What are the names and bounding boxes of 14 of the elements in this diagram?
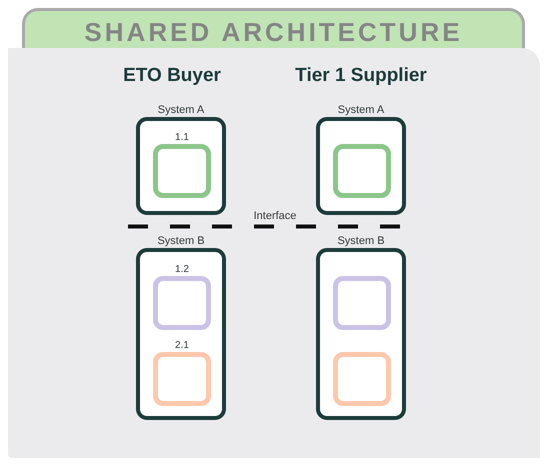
module-box (333, 352, 391, 406)
module-number: 2.1 (175, 339, 189, 353)
column-heading: Tier 1 Supplier (295, 64, 427, 88)
module-box (333, 144, 391, 198)
module-box (333, 276, 391, 330)
system-heading: System B (337, 234, 385, 248)
column-heading: ETO Buyer (123, 64, 221, 88)
system-heading: System A (338, 102, 384, 118)
module-number: 1.2 (175, 263, 189, 277)
system-heading: System A (158, 102, 204, 118)
system-heading: System B (157, 234, 205, 248)
title: SHARED ARCHITECTURE (84, 17, 463, 47)
module-number: 1.1 (175, 131, 189, 145)
interface-label: Interface (254, 209, 296, 224)
